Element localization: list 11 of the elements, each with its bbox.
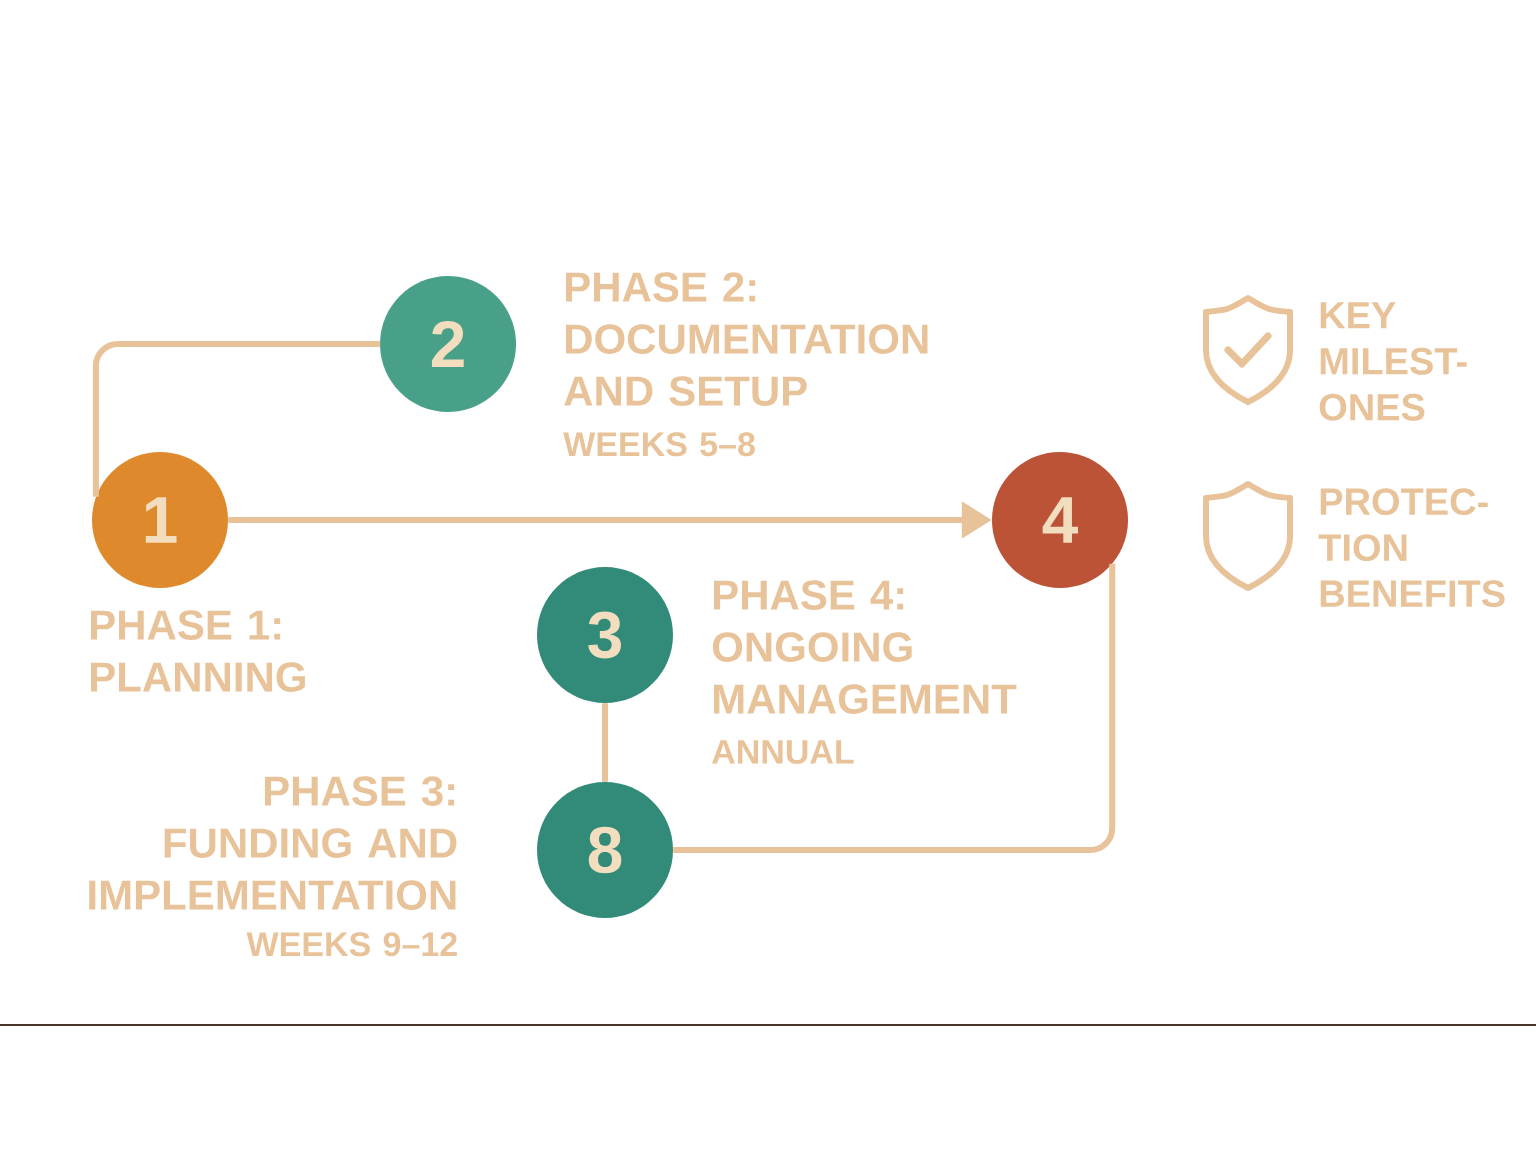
- phase-title: PHASE 1: PLANNING: [91, 610, 305, 692]
- legend-text: PROTEC- TION BENEFITS: [1318, 488, 1505, 608]
- phase-duration: ANNUAL: [712, 740, 854, 764]
- phase-duration: WEEKS 9–12: [246, 932, 457, 957]
- connector-line: [92, 341, 380, 497]
- connector-line: [673, 563, 1116, 853]
- connector-line: [602, 703, 608, 782]
- phase-duration: WEEKS 5–8: [563, 432, 755, 457]
- legend-text: KEY MILEST- ONES: [1319, 302, 1467, 421]
- phase-title: PHASE 2: DOCUMENTATION AND SETUP: [564, 272, 928, 406]
- phase-title: PHASE 3: FUNDING AND IMPLEMENTATION: [89, 776, 457, 910]
